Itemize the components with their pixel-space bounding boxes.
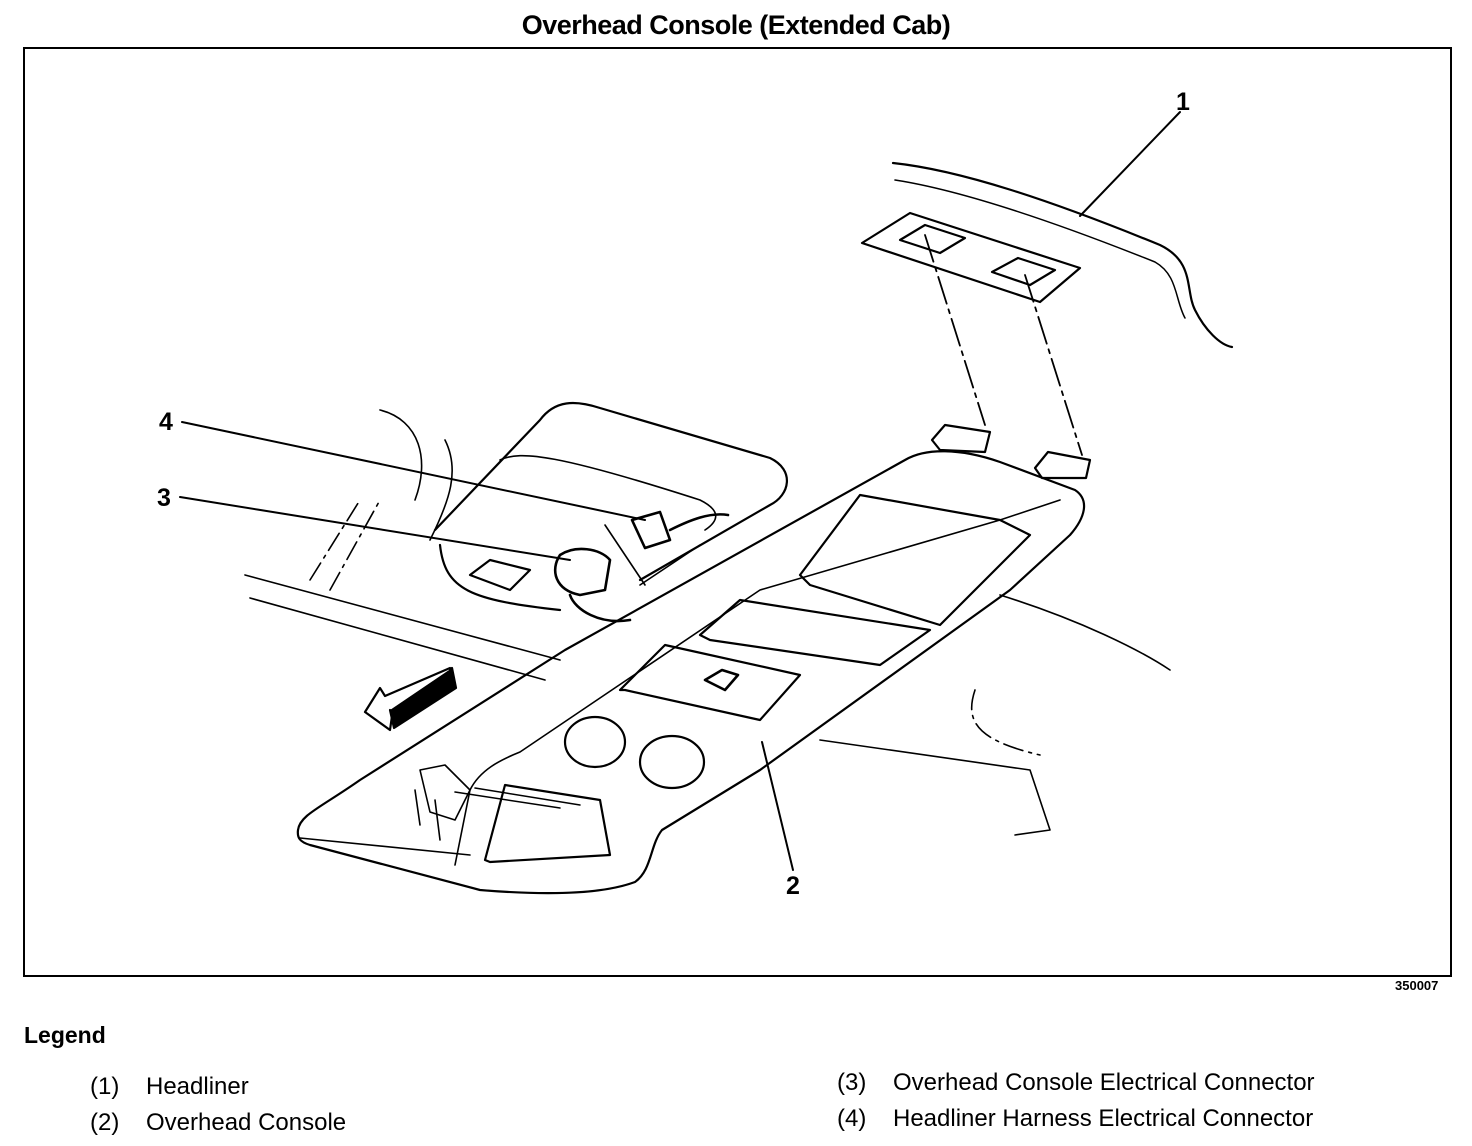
- legend-label: Overhead Console Electrical Connector: [893, 1069, 1315, 1096]
- legend-heading: Legend: [24, 1022, 106, 1048]
- legend-number: (4): [837, 1105, 867, 1132]
- callout-leader-lines: [179, 111, 1181, 871]
- dome-light-housing: [433, 402, 788, 612]
- mounting-bracket: [414, 764, 471, 841]
- electrical-connectors: [553, 510, 730, 623]
- diagram-title: Overhead Console (Extended Cab): [521, 10, 951, 40]
- legend-label: Headliner Harness Electrical Connector: [893, 1105, 1314, 1132]
- legend-label: Overhead Console: [146, 1109, 347, 1136]
- callout-3: 3: [157, 484, 171, 512]
- legend-item: (2) Overhead Console: [90, 1109, 346, 1137]
- front-direction-arrow-icon: [363, 666, 458, 732]
- illustration-frame: [23, 47, 1452, 977]
- headliner-edge: [891, 161, 1234, 349]
- callout-4: 4: [159, 408, 173, 436]
- legend-item: (3) Overhead Console Electrical Connector: [837, 1069, 1315, 1097]
- legend-item: (1) Headliner: [90, 1073, 249, 1101]
- legend-item: (4) Headliner Harness Electrical Connecto…: [837, 1105, 1313, 1133]
- headliner-mounting-plate: [860, 211, 1082, 304]
- legend-number: (3): [837, 1069, 867, 1096]
- legend-number: (2): [90, 1109, 120, 1136]
- callout-2: 2: [786, 872, 800, 900]
- alignment-lines: [924, 234, 1083, 456]
- overhead-console-body: [296, 450, 1086, 895]
- legend-label: Headliner: [146, 1073, 249, 1100]
- figure-id: 350007: [1395, 978, 1439, 993]
- callout-1: 1: [1176, 88, 1190, 116]
- legend-number: (1): [90, 1073, 120, 1100]
